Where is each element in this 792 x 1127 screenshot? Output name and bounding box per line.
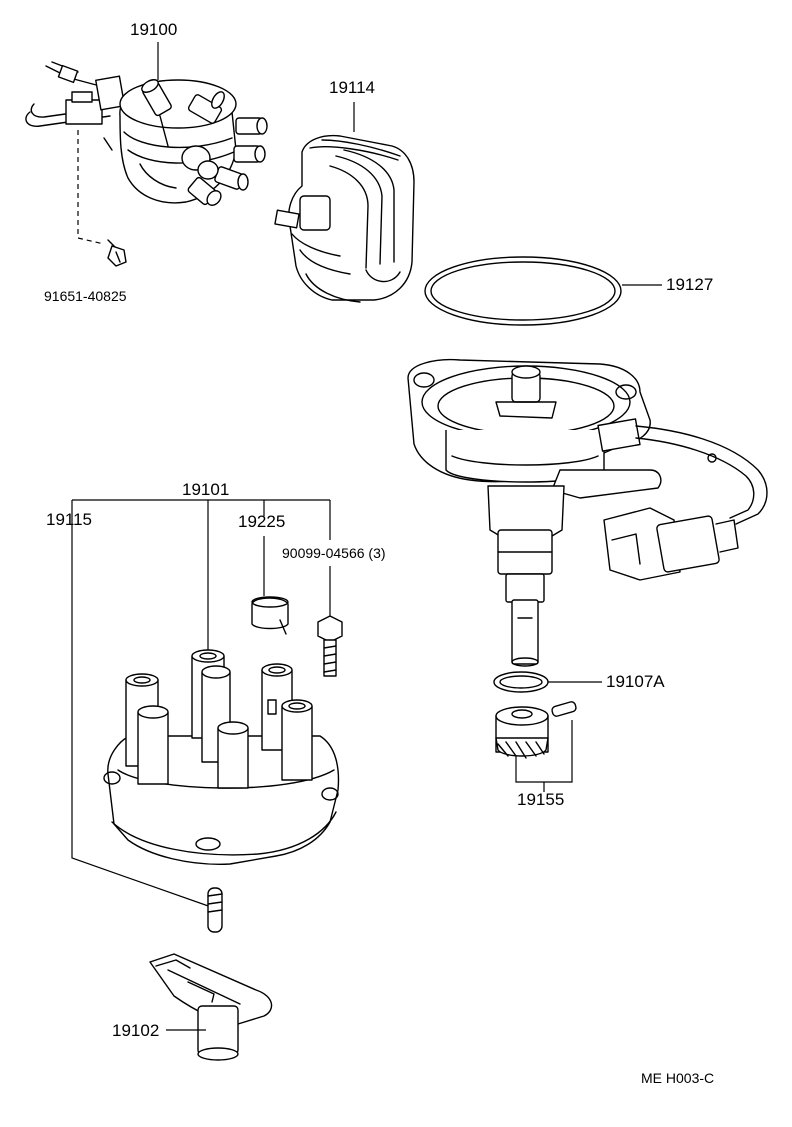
part-number-19127: 19127 — [666, 275, 714, 294]
bolt-icon — [107, 239, 127, 267]
part-number-19225: 19225 — [238, 512, 286, 531]
rotor-icon — [149, 953, 273, 1061]
o-ring-icon — [424, 256, 622, 326]
diagram-code: ME H003-C — [641, 1070, 715, 1086]
part-number-19101: 19101 — [182, 480, 230, 499]
part-number-19100: 19100 — [130, 20, 178, 39]
part-number-19115: 19115 — [46, 510, 93, 529]
part-number-19107a: 19107A — [606, 672, 665, 691]
spring-icon — [207, 887, 223, 933]
gear-icon — [495, 706, 549, 759]
distributor-cap-icon — [103, 649, 340, 865]
part-number-19102: 19102 — [112, 1021, 160, 1040]
part-number-90099-04566: 90099-04566 (3) — [282, 545, 386, 561]
distributor-housing-icon — [407, 358, 768, 667]
pin-icon — [551, 701, 577, 717]
rubber-cap-icon — [251, 596, 289, 635]
part-number-91651-40825: 91651-40825 — [44, 288, 127, 304]
part-number-19155: 19155 — [517, 790, 565, 809]
part-number-19114: 19114 — [329, 78, 376, 97]
ignition-coil-icon — [274, 134, 415, 303]
screw-icon — [317, 615, 343, 677]
distributor-assembly-icon — [25, 61, 268, 206]
o-ring-icon — [493, 671, 549, 693]
